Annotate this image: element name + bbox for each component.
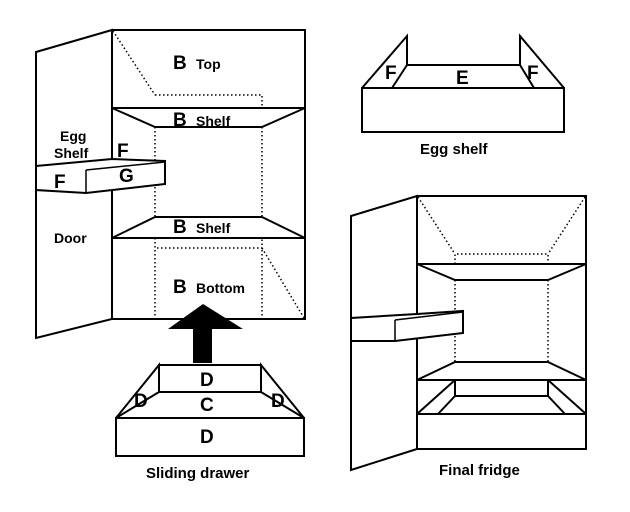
insert-arrow bbox=[168, 304, 243, 363]
label-egg-e: E bbox=[456, 68, 469, 89]
final-fridge bbox=[350, 194, 587, 472]
lower-shelf bbox=[111, 216, 306, 239]
label-door-f-left: F bbox=[54, 172, 66, 193]
label-door-f-right: F bbox=[117, 141, 129, 162]
label-b-shelf-lower-letter: B bbox=[173, 217, 187, 238]
captions: Egg shelf Sliding drawer Final fridge bbox=[146, 141, 520, 482]
upper-shelf bbox=[111, 107, 306, 128]
label-drawer-c: C bbox=[200, 395, 214, 416]
label-door: Door bbox=[54, 230, 87, 246]
label-b-bottom-letter: B bbox=[173, 277, 187, 298]
caption-final-fridge: Final fridge bbox=[439, 462, 520, 479]
caption-egg-shelf: Egg shelf bbox=[420, 141, 489, 158]
label-bottom: Bottom bbox=[196, 280, 245, 296]
caption-sliding-drawer: Sliding drawer bbox=[146, 465, 250, 482]
label-egg: Egg bbox=[60, 128, 86, 144]
label-drawer-d-back: D bbox=[200, 370, 214, 391]
fridge-door bbox=[35, 28, 166, 340]
label-top: Top bbox=[196, 56, 221, 72]
label-shelf-lower: Shelf bbox=[196, 220, 231, 236]
label-shelf-upper: Shelf bbox=[196, 113, 231, 129]
label-door-g: G bbox=[119, 166, 134, 187]
label-b-top-letter: B bbox=[173, 53, 187, 74]
label-drawer-d-front: D bbox=[200, 427, 214, 448]
egg-shelf-part bbox=[361, 33, 565, 133]
part-labels: B Top B Shelf B Shelf B Bottom Egg Shelf… bbox=[54, 53, 539, 448]
label-b-shelf-upper-letter: B bbox=[173, 110, 187, 131]
label-egg-f-left: F bbox=[385, 63, 397, 84]
label-egg-f-right: F bbox=[527, 63, 539, 84]
sliding-drawer bbox=[115, 362, 305, 457]
label-drawer-d-right: D bbox=[271, 391, 285, 412]
label-drawer-d-left: D bbox=[134, 391, 148, 412]
label-egg-shelf: Shelf bbox=[54, 145, 89, 161]
